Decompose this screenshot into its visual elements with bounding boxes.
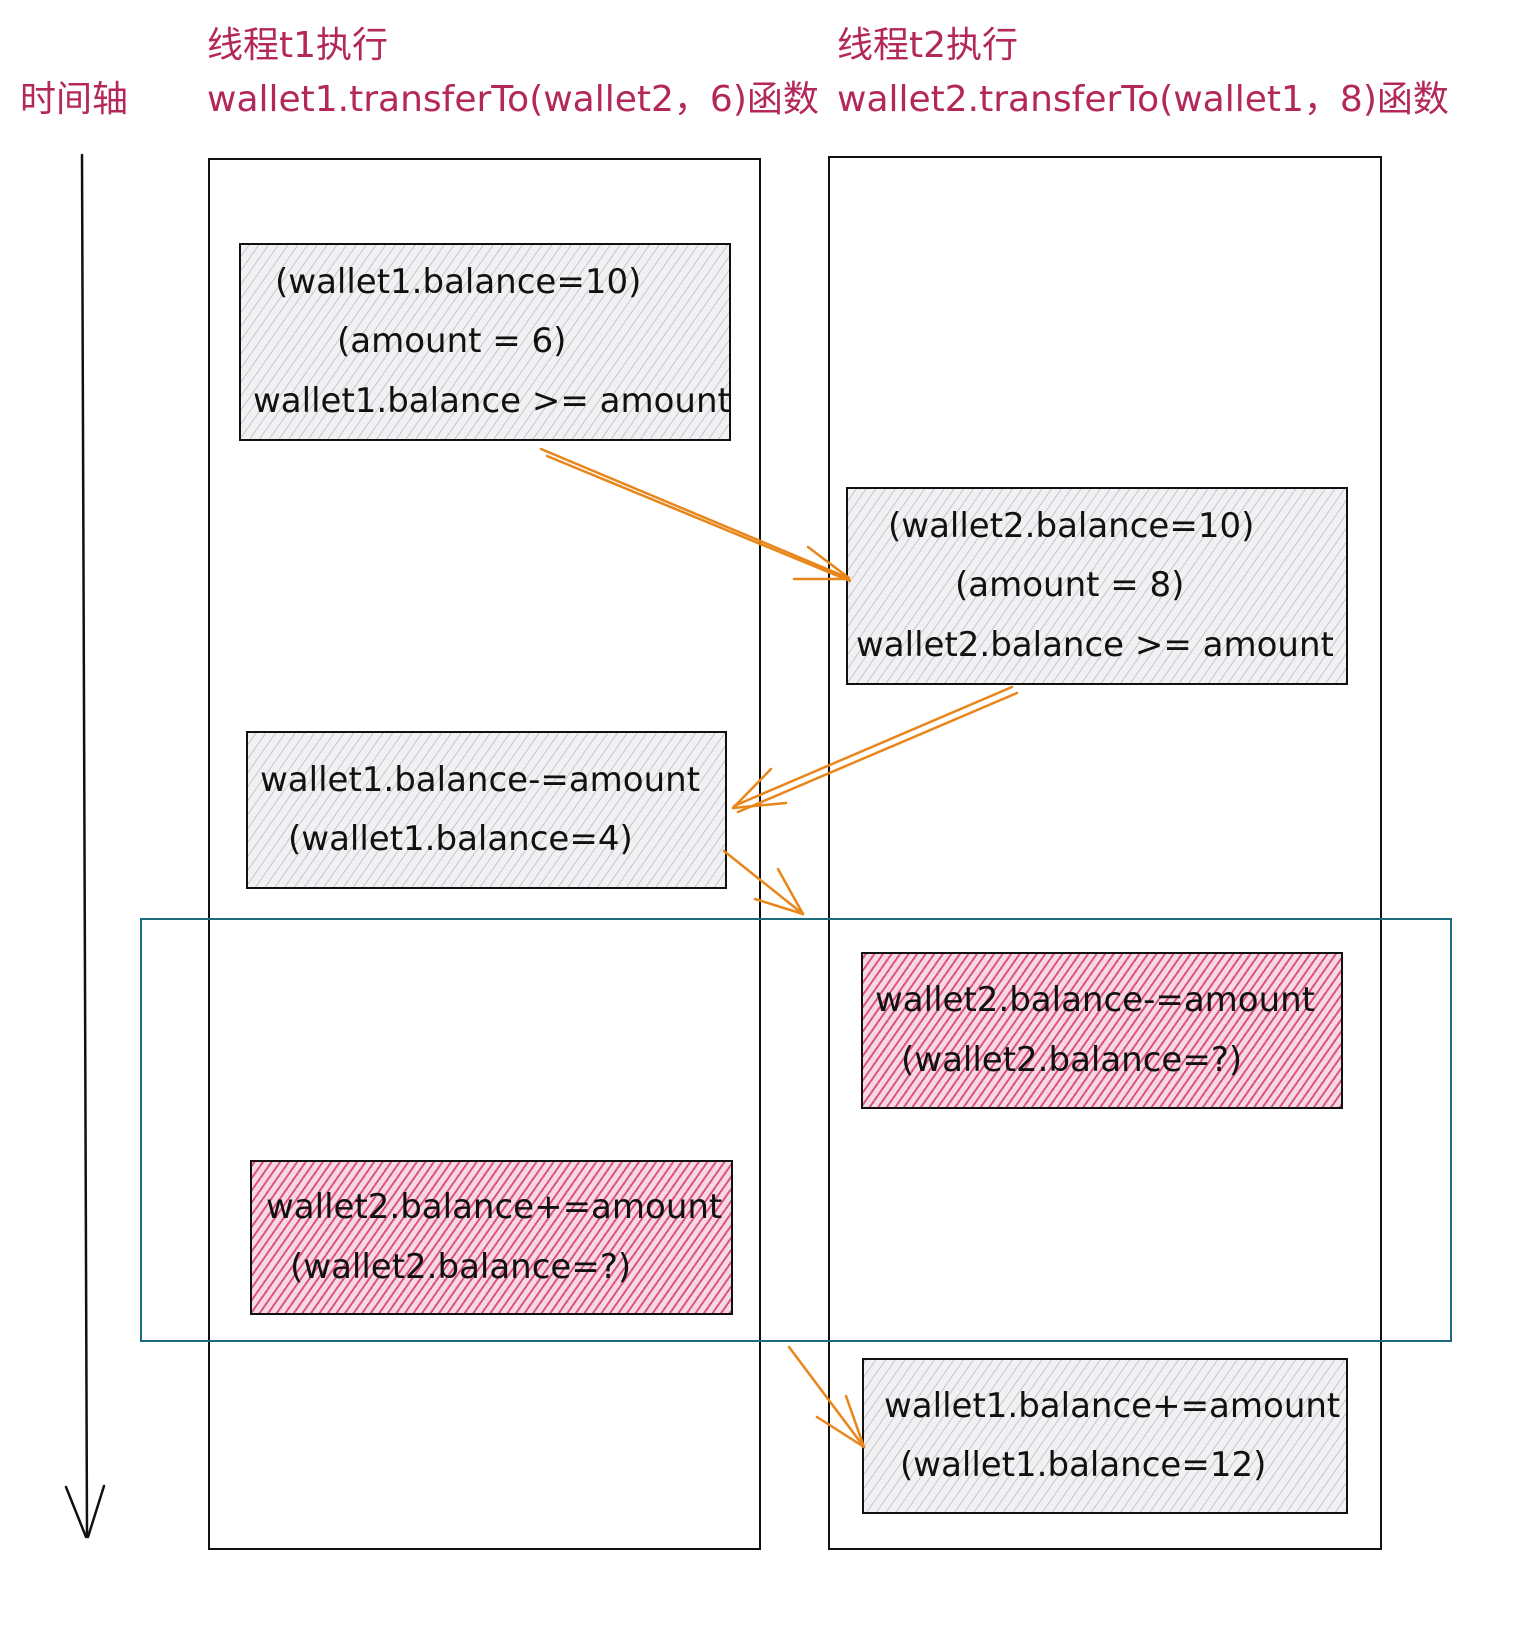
thread-t2-call: wallet2.transferTo(wallet1，8)函数: [837, 79, 1449, 120]
flow-arrow: [722, 849, 805, 916]
step-t1-credit-conflict: wallet2.balance+=amount (wallet2.balance…: [250, 1160, 733, 1315]
step-t2-check: (wallet2.balance=10) (amount = 8) wallet…: [846, 487, 1348, 685]
timeline-arrow: [64, 153, 106, 1539]
step-line: wallet1.balance >= amount: [253, 380, 731, 421]
thread-t2-title: 线程t2执行: [837, 25, 1019, 66]
thread-t1-title: 线程t1执行: [207, 25, 389, 66]
timeline-label: 时间轴: [20, 79, 129, 120]
step-line: wallet1.balance+=amount: [884, 1385, 1341, 1426]
step-line: (amount = 6): [337, 321, 567, 362]
thread-t2-lane: [828, 156, 1382, 1550]
flow-arrow: [731, 685, 1019, 814]
step-line: wallet2.balance+=amount: [266, 1187, 723, 1227]
thread-t1-call: wallet1.transferTo(wallet2，6)函数: [207, 79, 819, 120]
step-t2-credit: wallet1.balance+=amount (wallet1.balance…: [862, 1358, 1348, 1514]
step-line: (wallet2.balance=?): [290, 1246, 632, 1287]
step-line: (wallet1.balance=4): [288, 819, 633, 859]
step-line: (wallet2.balance=?): [901, 1039, 1243, 1080]
critical-region: [140, 918, 1452, 1342]
step-line: (wallet1.balance=10): [275, 261, 642, 302]
step-t2-debit-conflict: wallet2.balance-=amount (wallet2.balance…: [861, 952, 1343, 1109]
step-t1-check: (wallet1.balance=10) (amount = 6) wallet…: [239, 243, 731, 441]
step-line: wallet1.balance-=amount: [260, 759, 701, 800]
step-line: wallet2.balance-=amount: [875, 980, 1316, 1020]
step-line: (amount = 8): [955, 565, 1185, 606]
step-line: (wallet2.balance=10): [888, 505, 1255, 546]
step-line: wallet2.balance >= amount: [856, 624, 1334, 665]
flow-arrow: [539, 447, 852, 583]
step-line: (wallet1.balance=12): [900, 1445, 1267, 1485]
step-t1-debit: wallet1.balance-=amount (wallet1.balance…: [246, 731, 727, 889]
flow-arrow: [787, 1345, 866, 1449]
thread-t1-lane: [208, 158, 761, 1550]
